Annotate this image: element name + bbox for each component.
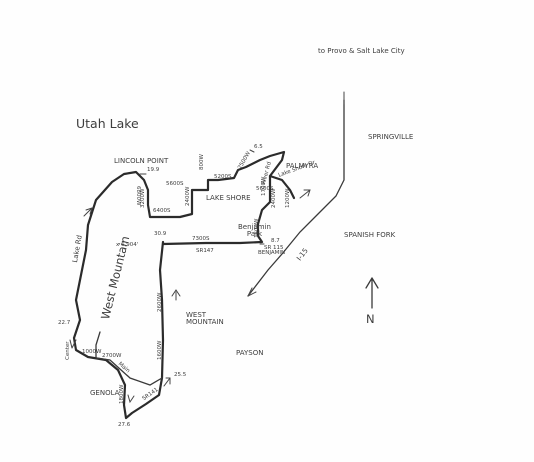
- dir-arrow-west: [69, 339, 77, 349]
- street-6800w-text: 6800W: [135, 186, 141, 206]
- street-5600s: 5600S: [166, 181, 184, 187]
- street-main: Main: [117, 361, 133, 374]
- street-1600w-b-text: 1600W: [157, 340, 163, 360]
- milepost-27-6: 27.6: [118, 422, 131, 428]
- label-genola: GENOLA: [90, 389, 120, 397]
- label-lincoln-point: LINCOLN POINT: [114, 157, 169, 165]
- street-river-rd: River Rd: [261, 161, 285, 190]
- street-5200s: 5200S: [214, 174, 232, 180]
- label-payson: PAYSON: [236, 349, 264, 357]
- road-i15: [247, 99, 345, 297]
- street-2500w: 2500W: [237, 151, 257, 174]
- dir-arrow-genola: [127, 394, 135, 404]
- label-spanish-fork: SPANISH FORK: [344, 231, 396, 239]
- label-lake-shore: LAKE SHORE: [206, 194, 251, 202]
- milepost-6-5: 6.5: [254, 144, 263, 150]
- milepost-8-7: 8.7: [271, 238, 280, 244]
- street-lake-shore-dr: Lake Shore Dr: [278, 160, 317, 180]
- street-1600w-b: 1600W: [157, 341, 177, 366]
- milepost-30-9: 30.9: [154, 231, 167, 237]
- street-2400w: 2400W: [185, 187, 205, 212]
- label-i15: I-15: [295, 247, 310, 265]
- street-1200w-text: 1200W: [285, 188, 291, 208]
- label-utah-lake: Utah Lake: [76, 116, 139, 131]
- label-springville: SPRINGVILLE: [368, 133, 414, 141]
- street-1800w: 1800W: [119, 385, 139, 410]
- label-benjamin-park: Benjamin Park: [238, 223, 271, 238]
- street-2600w-text: 2600W: [157, 292, 163, 312]
- street-1000w: 1000W: [82, 349, 102, 355]
- street-800w: 800W: [199, 154, 216, 176]
- street-2600w: 2600W: [157, 293, 177, 318]
- label-palmyra: PALMYRA: [286, 162, 319, 170]
- street-center-text: Center: [65, 341, 71, 360]
- label-lake-rd: Lake Rd: [71, 234, 100, 269]
- dir-arrow-lake: [83, 207, 93, 217]
- label-peak: x 6,904': [116, 242, 139, 248]
- milepost-22-7: 22.7: [58, 320, 71, 326]
- street-1700w: 1700W: [261, 177, 281, 202]
- street-1200w: 1200W: [285, 189, 305, 214]
- dir-arrow-ramp: [163, 377, 171, 387]
- road-i15-arrow-bottom: [247, 287, 257, 297]
- street-2400w-text: 2400W: [185, 186, 191, 206]
- street-7300s: 7300S: [192, 236, 210, 242]
- road-inner-2: [95, 357, 163, 386]
- route-palmyra-spur: [268, 174, 296, 200]
- dir-arrow-west-mtn: [171, 289, 181, 301]
- street-1800w-text: 1800W: [119, 384, 125, 404]
- tick-palmyra: [249, 149, 255, 153]
- label-benjamin: BENJAMIN: [258, 250, 286, 256]
- street-sr147: SR147: [196, 248, 214, 254]
- street-2700w: 2700W: [102, 353, 122, 359]
- street-sr115: SR 115: [264, 245, 284, 251]
- route-loop: [72, 150, 286, 420]
- street-center: Center: [65, 341, 85, 366]
- street-6800w: 6800W: [135, 186, 159, 205]
- street-sr141: SR141: [141, 387, 160, 404]
- street-6400s: 6400S: [153, 208, 171, 214]
- milepost-19-9: 19.9: [147, 167, 160, 173]
- street-1600w-text: 1600W: [254, 218, 260, 238]
- street-3200w: 3200W: [140, 189, 160, 214]
- label-north: N: [366, 312, 375, 326]
- label-to-provo: to Provo & Salt Lake City: [318, 47, 405, 55]
- milepost-25-5: 25.5: [174, 372, 187, 378]
- road-inner: [95, 331, 101, 359]
- north-arrow: [365, 277, 379, 309]
- label-west-mountain-town: WEST MOUNTAIN: [186, 311, 224, 326]
- dir-arrow-lakeshore: [299, 189, 311, 199]
- street-800w-text: 800W: [199, 154, 205, 170]
- label-west-mountain: West Mountain: [98, 235, 186, 330]
- street-5600s-b: 5600S: [256, 186, 274, 192]
